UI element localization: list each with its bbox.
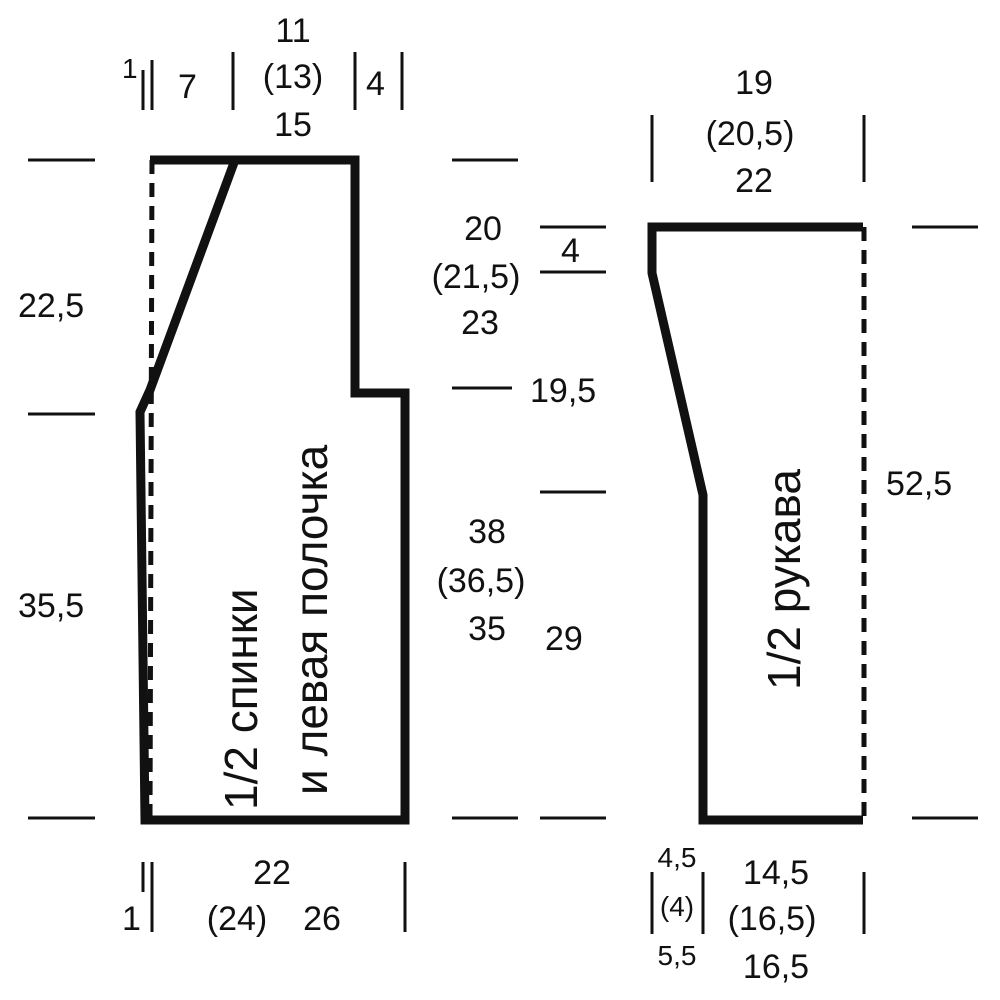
length-dim: 52,5 <box>886 465 952 503</box>
body-label-line2: и левая полочка <box>285 444 337 795</box>
sleeve-bottom-left-line3: 5,5 <box>658 940 697 971</box>
side-dim: 29 <box>545 620 583 658</box>
sleeve-bottom-main-line2: (16,5) <box>728 900 817 938</box>
sleeve-label: 1/2 рукава <box>758 469 810 690</box>
sleeve-bottom-main-line3: 16,5 <box>743 948 809 986</box>
body-fold-line <box>147 159 155 821</box>
right-dim-step: 19,5 <box>530 372 596 410</box>
right-dim-lower-line2: (36,5) <box>437 562 526 600</box>
top-dim-seg2: 7 <box>178 68 197 106</box>
bottom-dim-main-line3: 26 <box>303 900 341 938</box>
top-dim-seg3-line1: 11 <box>275 12 310 50</box>
left-dim-upper: 22,5 <box>18 287 84 325</box>
sleeve-top-dim-line3: 22 <box>735 162 773 200</box>
bottom-dim-main-line2: (24) <box>207 900 267 938</box>
body-outline <box>135 155 410 825</box>
left-dim-lower: 35,5 <box>18 587 84 625</box>
bottom-dim-main-line1: 22 <box>253 854 291 892</box>
sleeve-piece: 1/2 рукава 19 (20,5) 22 4 29 52,5 4,5 (4… <box>540 64 978 986</box>
bottom-dim-seg1: 1 <box>122 900 141 938</box>
top-dim-seg3-line2: (13) <box>263 58 323 96</box>
cap-dim: 4 <box>561 232 580 270</box>
sleeve-bottom-left-line2: (4) <box>660 891 694 922</box>
right-dim-upper-line3: 23 <box>461 304 499 342</box>
sleeve-outline <box>647 222 863 825</box>
top-dim-seg3-line3: 15 <box>274 106 312 144</box>
sleeve-top-dim-line1: 19 <box>735 64 773 102</box>
right-dim-lower-line3: 35 <box>468 610 506 648</box>
body-piece: 1/2 спинки и левая полочка 1 7 11 (13) 1… <box>18 12 596 938</box>
body-label-line1: 1/2 спинки <box>215 588 267 810</box>
right-dim-lower-line1: 38 <box>468 513 506 551</box>
right-dim-upper-line1: 20 <box>464 210 502 248</box>
top-dim-seg1: 1 <box>122 53 138 84</box>
top-dim-seg4: 4 <box>366 65 385 103</box>
sleeve-top-dim-line2: (20,5) <box>706 115 795 153</box>
right-dim-upper-line2: (21,5) <box>432 258 521 296</box>
sleeve-bottom-main-line1: 14,5 <box>743 854 809 892</box>
sleeve-bottom-left-line1: 4,5 <box>658 842 697 873</box>
